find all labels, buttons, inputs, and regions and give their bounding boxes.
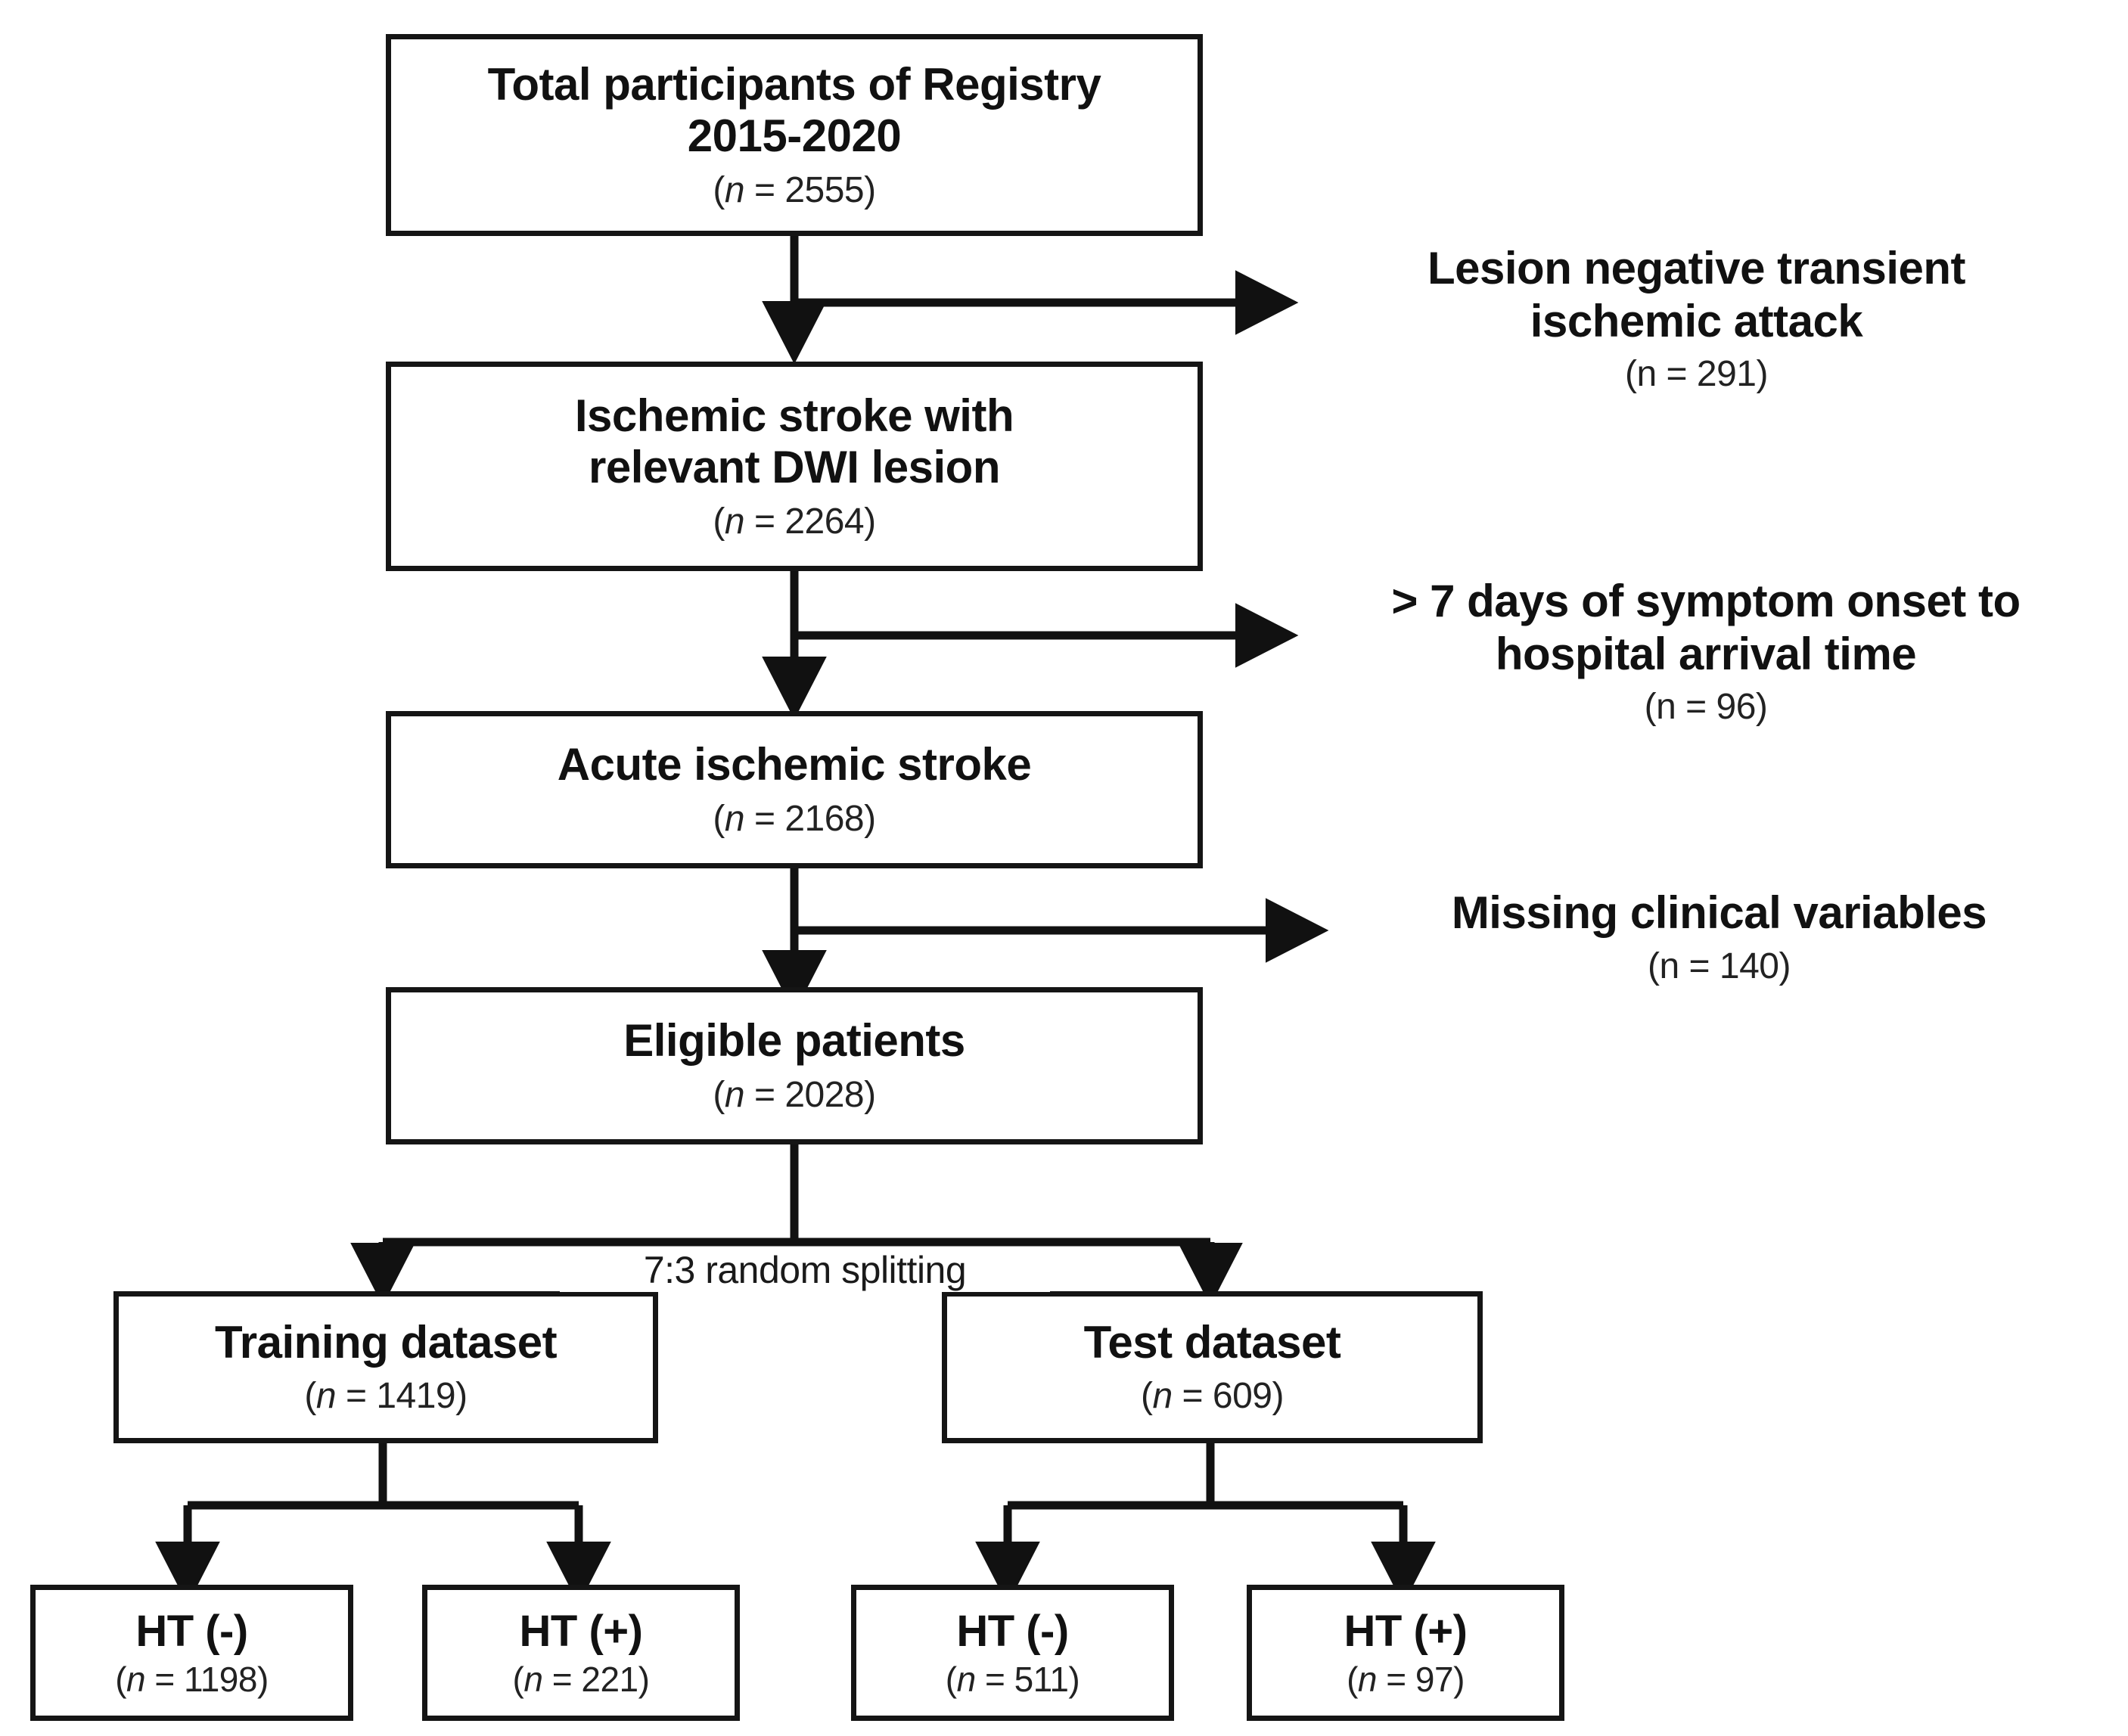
node-ischemic-stroke-dwi-title: Ischemic stroke with relevant DWI lesion [574,390,1014,493]
node-test-ht-negative-title: HT (-) [956,1606,1069,1656]
node-total-participants-count: (n = 2555) [713,169,876,210]
node-test-ht-negative[interactable]: HT (-) (n = 511) [851,1585,1174,1721]
exclusion-missing-vars: Missing clinical variables (n = 140) [1320,887,2118,987]
node-acute-ischemic-stroke-count: (n = 2168) [713,798,876,839]
exclusion-tia-title: Lesion negative transient ischemic attac… [1427,243,1966,346]
node-test-ht-positive-count: (n = 97) [1347,1659,1465,1699]
exclusion-late-arrival-title: > 7 days of symptom onset to hospital ar… [1391,576,2021,679]
node-eligible-patients[interactable]: Eligible patients (n = 2028) [386,987,1203,1144]
node-training-ht-negative[interactable]: HT (-) (n = 1198) [30,1585,353,1721]
node-training-dataset[interactable]: Training dataset (n = 1419) [113,1291,658,1443]
node-test-ht-positive-title: HT (+) [1344,1606,1468,1656]
node-training-ht-negative-title: HT (-) [135,1606,248,1656]
node-eligible-patients-title: Eligible patients [623,1015,965,1067]
exclusion-tia-count: (n = 291) [1625,354,1768,395]
exclusion-late-arrival-count: (n = 96) [1644,687,1768,728]
split-ratio-label: 7:3 random splitting [560,1248,1050,1292]
node-ischemic-stroke-dwi-count: (n = 2264) [713,501,876,542]
exclusion-late-arrival: > 7 days of symptom onset to hospital ar… [1290,575,2122,728]
exclusion-missing-vars-title: Missing clinical variables [1451,887,1987,938]
node-total-participants[interactable]: Total participants of Registry 2015-2020… [386,34,1203,236]
exclusion-missing-vars-count: (n = 140) [1648,946,1791,986]
node-acute-ischemic-stroke-title: Acute ischemic stroke [557,739,1032,790]
node-test-ht-positive[interactable]: HT (+) (n = 97) [1247,1585,1564,1721]
node-test-dataset[interactable]: Test dataset (n = 609) [942,1291,1483,1443]
node-training-dataset-title: Training dataset [214,1316,558,1368]
node-test-dataset-title: Test dataset [1083,1316,1341,1368]
node-total-participants-title: Total participants of Registry 2015-2020 [487,58,1101,162]
node-acute-ischemic-stroke[interactable]: Acute ischemic stroke (n = 2168) [386,711,1203,868]
node-ischemic-stroke-dwi[interactable]: Ischemic stroke with relevant DWI lesion… [386,362,1203,571]
node-training-dataset-count: (n = 1419) [304,1376,468,1417]
node-training-ht-positive-count: (n = 221) [512,1659,650,1699]
node-training-ht-positive[interactable]: HT (+) (n = 221) [422,1585,740,1721]
node-training-ht-negative-count: (n = 1198) [115,1659,269,1699]
node-test-ht-negative-count: (n = 511) [945,1659,1080,1699]
node-eligible-patients-count: (n = 2028) [713,1074,876,1115]
node-training-ht-positive-title: HT (+) [519,1606,643,1656]
exclusion-tia: Lesion negative transient ischemic attac… [1286,242,2107,396]
node-test-dataset-count: (n = 609) [1141,1376,1284,1417]
